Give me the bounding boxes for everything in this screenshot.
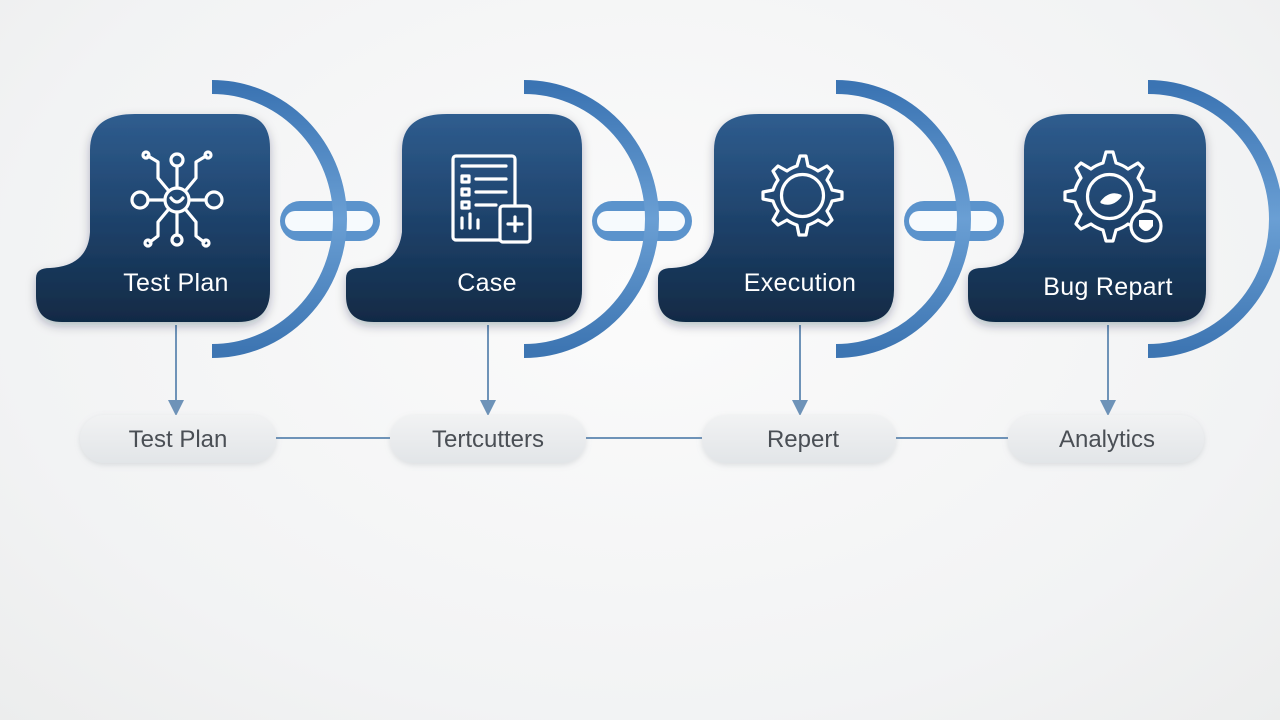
output-label-4: Analytics xyxy=(1059,426,1155,453)
stage-card-3-shape xyxy=(658,114,894,322)
stage-card-1[interactable] xyxy=(36,114,270,322)
output-pill-4-shape xyxy=(1008,415,1204,463)
output-pill-2-shape xyxy=(390,415,586,463)
output-pill-4[interactable] xyxy=(1008,415,1204,463)
output-pill-2[interactable] xyxy=(390,415,586,463)
stage-connector-2-inner xyxy=(597,211,685,231)
output-label-1: Test Plan xyxy=(129,426,228,453)
output-pill-3[interactable] xyxy=(702,415,896,463)
circuit-network-icon xyxy=(130,150,224,248)
output-pill-1[interactable] xyxy=(80,415,276,463)
output-label-3: Repert xyxy=(767,426,839,453)
stage-connectors xyxy=(280,201,1004,241)
stage-card-4-shape xyxy=(968,114,1206,322)
stage-labels: Test Plan Case Execution Bug Repart xyxy=(123,269,1172,301)
output-label-2: Tertcutters xyxy=(432,426,544,453)
stage-card-3[interactable] xyxy=(658,114,894,322)
stage-connector-3-inner xyxy=(909,211,997,231)
stage-arc-3 xyxy=(835,80,971,358)
output-pill-1-shape xyxy=(80,415,276,463)
stage-arc-2 xyxy=(523,80,659,358)
checklist-document-icon xyxy=(451,154,532,244)
stage-card-2[interactable] xyxy=(346,114,582,322)
stage-card-4[interactable] xyxy=(968,114,1206,322)
stage-arc-4 xyxy=(1147,80,1280,358)
stage-connector-1-inner xyxy=(285,211,373,231)
gear-bug-icon xyxy=(1063,150,1163,243)
gear-icon xyxy=(761,154,844,237)
stage-label-3: Execution xyxy=(744,269,857,297)
stage-label-2: Case xyxy=(457,269,517,297)
stage-label-4: Bug Repart xyxy=(1043,273,1172,301)
output-pill-3-shape xyxy=(702,415,896,463)
stage-card-1-shape xyxy=(36,114,270,322)
down-arrows xyxy=(168,325,1116,416)
output-labels: Test Plan Tertcutters Repert Analytics xyxy=(129,426,1155,453)
stage-card-2-shape xyxy=(346,114,582,322)
stage-arc-1 xyxy=(211,80,347,358)
stage-label-1: Test Plan xyxy=(123,269,229,297)
stage-arcs xyxy=(211,80,1280,358)
